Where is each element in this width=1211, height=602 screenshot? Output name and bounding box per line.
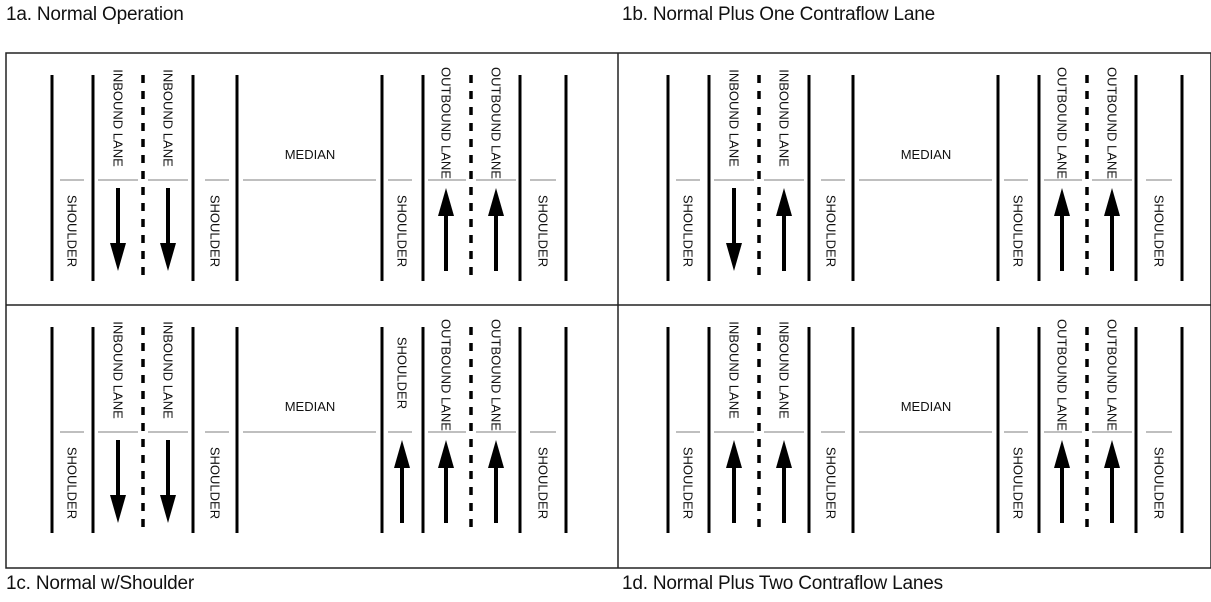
inbound-lane-arrow (160, 188, 176, 271)
inbound-lane-label: INBOUND LANE (727, 321, 742, 419)
outbound-lane-arrow-head (488, 440, 504, 468)
inbound-lane-label: INBOUND LANE (777, 69, 792, 167)
median-label: MEDIAN (285, 399, 336, 414)
shoulder-label-left: SHOULDER (65, 195, 80, 267)
shoulder-label-right: SHOULDER (536, 447, 551, 519)
diagram-frame (5, 52, 1211, 569)
shoulder-label-inner-right: SHOULDER (1011, 447, 1026, 519)
outbound-lane-arrow-head (1104, 188, 1120, 216)
outbound-lane-arrow-head (438, 440, 454, 468)
inbound-lane-arrow-head (726, 440, 742, 468)
inbound-lane-label: INBOUND LANE (161, 69, 176, 167)
outbound-lane-label: OUTBOUND LANE (1055, 319, 1070, 431)
shoulder-label-inner-left: SHOULDER (208, 447, 223, 519)
shoulder-label-inner-left: SHOULDER (208, 195, 223, 267)
shoulder-label-right: SHOULDER (1152, 447, 1167, 519)
caption-normal-with-shoulder: 1c. Normal w/Shoulder (6, 573, 194, 594)
shoulder-label-inner-right: SHOULDER (395, 195, 410, 267)
inbound-lane-arrow-head (726, 243, 742, 271)
outbound-lane-label: OUTBOUND LANE (489, 67, 504, 179)
panel-b: SHOULDER INBOUND LANE INBOUND LANE SHOULDER… (666, 67, 1184, 281)
inbound-lane-arrow-head (110, 243, 126, 271)
outbound-lane-arrow-head (488, 188, 504, 216)
median-label: MEDIAN (901, 399, 952, 414)
shoulder-lane-arrow (394, 440, 410, 523)
inbound-lane-label: INBOUND LANE (777, 321, 792, 419)
inbound-lane-arrow (110, 440, 126, 523)
panel-c: SHOULDER INBOUND LANE INBOUND LANE SHOULDER… (50, 319, 568, 533)
outbound-lane-label: OUTBOUND LANE (439, 67, 454, 179)
inbound-lane-label: INBOUND LANE (727, 69, 742, 167)
inbound-lane-label: INBOUND LANE (161, 321, 176, 419)
panel-a: SHOULDER INBOUND LANE INBOUND LANE SHOULDER… (50, 67, 568, 281)
inbound-lane-arrow (776, 188, 792, 271)
inbound-lane-arrow (110, 188, 126, 271)
inbound-lane-label: INBOUND LANE (111, 321, 126, 419)
panel-d: SHOULDER INBOUND LANE INBOUND LANE SHOULDER… (666, 319, 1184, 533)
outbound-lane-arrow (1054, 188, 1070, 271)
outbound-lane-arrow (438, 440, 454, 523)
shoulder-label-right: SHOULDER (1152, 195, 1167, 267)
inbound-lane-arrow-head (160, 243, 176, 271)
outbound-lane-arrow-head (1054, 440, 1070, 468)
shoulder-label-right: SHOULDER (536, 195, 551, 267)
inbound-lane-arrow-head (160, 495, 176, 523)
inbound-lane-arrow-head (776, 440, 792, 468)
outbound-lane-arrow-head (1104, 440, 1120, 468)
shoulder-lane-arrow-head (394, 440, 410, 468)
outbound-lane-label: OUTBOUND LANE (439, 319, 454, 431)
inbound-lane-arrow-head (110, 495, 126, 523)
caption-normal-operation: 1a. Normal Operation (6, 4, 184, 25)
outbound-lane-arrow (1104, 188, 1120, 271)
inbound-lane-label: INBOUND LANE (111, 69, 126, 167)
inbound-lane-arrow (726, 440, 742, 523)
caption-two-contraflow-lanes: 1d. Normal Plus Two Contraflow Lanes (622, 573, 943, 594)
shoulder-label-left: SHOULDER (65, 447, 80, 519)
outbound-lane-label: OUTBOUND LANE (1105, 319, 1120, 431)
outbound-lane-arrow (1054, 440, 1070, 523)
outbound-lane-arrow (438, 188, 454, 271)
shoulder-label-left: SHOULDER (681, 195, 696, 267)
caption-one-contraflow-lane: 1b. Normal Plus One Contraflow Lane (622, 4, 935, 25)
outbound-lane-arrow (1104, 440, 1120, 523)
median-label: MEDIAN (285, 147, 336, 162)
outbound-lane-label: OUTBOUND LANE (1105, 67, 1120, 179)
inbound-lane-arrow (160, 440, 176, 523)
shoulder-label-inner-left: SHOULDER (824, 447, 839, 519)
shoulder-label-inner-right: SHOULDER (395, 337, 410, 409)
shoulder-label-inner-left: SHOULDER (824, 195, 839, 267)
outbound-lane-arrow-head (1054, 188, 1070, 216)
outbound-lane-label: OUTBOUND LANE (489, 319, 504, 431)
shoulder-label-inner-right: SHOULDER (1011, 195, 1026, 267)
shoulder-label-left: SHOULDER (681, 447, 696, 519)
inbound-lane-arrow-head (776, 188, 792, 216)
outbound-lane-arrow (488, 188, 504, 271)
median-label: MEDIAN (901, 147, 952, 162)
outbound-lane-label: OUTBOUND LANE (1055, 67, 1070, 179)
inbound-lane-arrow (726, 188, 742, 271)
outbound-lane-arrow (488, 440, 504, 523)
inbound-lane-arrow (776, 440, 792, 523)
outbound-lane-arrow-head (438, 188, 454, 216)
